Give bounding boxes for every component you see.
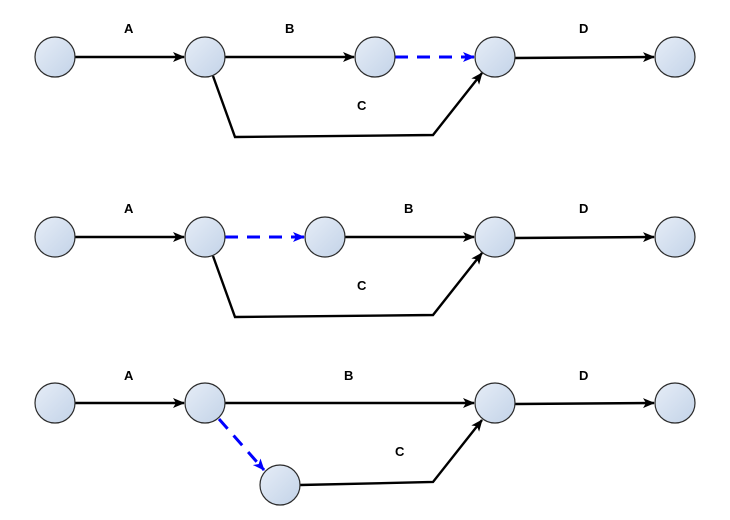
network-3: A B C D — [34, 368, 696, 506]
event-node — [474, 36, 516, 78]
activity-d-label: D — [579, 21, 588, 36]
activity-c-edge — [299, 419, 483, 487]
network-2: A B C D — [34, 201, 696, 319]
event-node — [654, 382, 696, 424]
network-1: A B C D — [34, 21, 696, 139]
dummy-activity-edge — [217, 418, 266, 471]
activity-b-label: B — [285, 21, 294, 36]
activity-d-label: D — [579, 201, 588, 216]
activity-d-label: D — [579, 368, 588, 383]
event-node — [354, 36, 396, 78]
activity-a-label: A — [124, 368, 134, 383]
event-node — [474, 382, 516, 424]
event-node — [474, 216, 516, 258]
activity-d-edge — [514, 398, 655, 409]
activity-c-label: C — [357, 278, 367, 293]
event-node — [34, 216, 76, 258]
event-node — [184, 382, 226, 424]
event-node — [304, 216, 346, 258]
activity-a-label: A — [124, 201, 134, 216]
activity-c-label: C — [357, 98, 367, 113]
event-node — [34, 382, 76, 424]
event-node — [184, 216, 226, 258]
activity-b-label: B — [404, 201, 413, 216]
event-node — [184, 36, 226, 78]
activity-a-label: A — [124, 21, 134, 36]
activity-c-label: C — [395, 444, 405, 459]
event-node — [259, 464, 301, 506]
activity-d-edge — [514, 52, 655, 63]
event-node — [654, 216, 696, 258]
activity-d-edge — [514, 232, 655, 243]
activity-b-label: B — [344, 368, 353, 383]
event-node — [654, 36, 696, 78]
event-node — [34, 36, 76, 78]
activity-c-edge — [211, 252, 483, 319]
activity-c-edge — [211, 72, 483, 139]
